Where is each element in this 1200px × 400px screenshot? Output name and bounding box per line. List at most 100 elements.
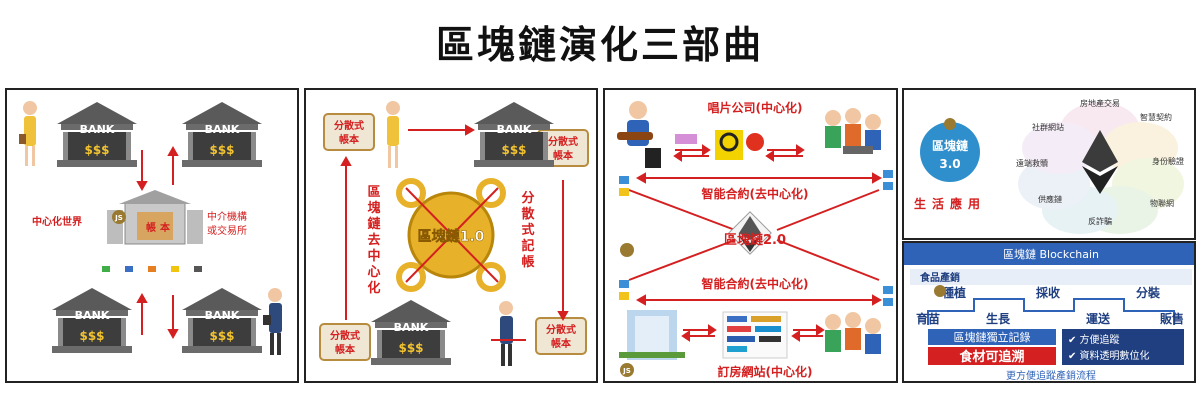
- check-easy-tracking: ✔ 方便追蹤: [1068, 333, 1120, 346]
- js-logo-icon-3a: [620, 243, 634, 257]
- blockchain3-badge: [920, 122, 980, 182]
- record-label: 區塊鏈獨立記錄: [954, 330, 1031, 344]
- check-transparency: ✔ 資料透明數位化: [1068, 349, 1150, 362]
- arrows-top: [673, 144, 805, 162]
- spoke-anti-fraud: 反詐騙: [1088, 216, 1112, 226]
- svg-text:中: 中: [367, 248, 380, 264]
- record-company-label: 唱片公司(中心化): [708, 100, 803, 115]
- panel-blockchain-2: 唱片公司(中心化): [603, 88, 898, 383]
- life-app-caption: 生活應用: [914, 196, 986, 211]
- record-label-logo-2: [746, 133, 764, 151]
- ledger-char-1: 帳: [146, 221, 156, 234]
- svg-text:區: 區: [367, 185, 380, 200]
- bank-label-tr: BANK: [205, 123, 240, 136]
- js-logo-text: JS: [114, 214, 123, 222]
- ledger-tr-line2: 帳本: [553, 149, 574, 162]
- js-logo-icon: [112, 210, 126, 224]
- bank2-label-top: BANK: [497, 123, 532, 136]
- ledger-bl-line1: 分散式: [330, 329, 360, 342]
- checks-box: [1062, 329, 1184, 365]
- trace-label-bar: [928, 347, 1056, 365]
- subheader-bar: [910, 269, 1192, 285]
- blockchain2-label: 區塊鏈2.0: [724, 232, 786, 248]
- panel-blockchain-2-svg: 唱片公司(中心化): [617, 100, 893, 379]
- panel-blockchain-3-top: 區塊鏈 3.0 生活應用 房地產交易 智慧契約 身份驗證 物聯網 反詐騙 供應鏈…: [902, 88, 1196, 240]
- js-logo-icon-4: [944, 118, 956, 130]
- panel-blockchain-1: 分散式 帳本 分散式 帳本 分散式 帳本 分散式 帳本 BANK $$$ BAN…: [304, 88, 598, 383]
- contract-top-arrows: [628, 172, 883, 281]
- step-sell: 販售: [1160, 311, 1184, 326]
- svg-text:心: 心: [367, 265, 380, 280]
- svg-text:式: 式: [521, 222, 534, 238]
- person-man-icon-2: [499, 301, 513, 366]
- svg-text:化: 化: [367, 280, 380, 296]
- coin-label: 區塊鏈1.0: [418, 228, 485, 245]
- panel-4a-svg: 區塊鏈 3.0 生活應用 房地產交易 智慧契約 身份驗證 物聯網 反詐騙 供應鏈…: [914, 98, 1184, 234]
- svg-text:塊: 塊: [367, 200, 380, 216]
- food-subheader: 食品產銷: [919, 271, 960, 284]
- panel-centralized: BANK $$$ BANK $$$ 帳 本 JS: [5, 88, 299, 383]
- step-transport: 運送: [1086, 311, 1111, 326]
- step-package: 分裝: [1136, 285, 1161, 300]
- ledger-bl-line2: 帳本: [335, 343, 356, 356]
- record-label-logo-1-mark: [719, 132, 739, 152]
- intermediary-label-2: 或交易所: [207, 224, 247, 237]
- contract-bottom-arrows: [635, 294, 883, 342]
- person-woman-icon: [19, 101, 37, 166]
- spoke-identity: 身份驗證: [1152, 156, 1184, 166]
- node-icons: [619, 170, 893, 306]
- page-title: 區塊鏈演化三部曲: [435, 23, 764, 67]
- musician-icon: [617, 101, 661, 168]
- step-harvest: 採收: [1036, 285, 1060, 300]
- badge-line1: 區塊鏈: [932, 138, 968, 153]
- panel-centralized-svg: BANK $$$ BANK $$$ 帳 本 JS: [19, 101, 282, 355]
- contract-bottom-label: 智能合約(去中心化): [701, 276, 809, 291]
- coin-chain: [396, 178, 506, 292]
- money-icon: [675, 134, 697, 144]
- ledger-tr-line1: 分散式: [548, 135, 578, 148]
- svg-text:記: 記: [521, 238, 534, 254]
- panel-blockchain-3: 區塊鏈 3.0 生活應用 房地產交易 智慧契約 身份驗證 物聯網 反詐騙 供應鏈…: [902, 88, 1196, 383]
- bank2-label-bottom: BANK: [394, 321, 429, 334]
- js-logo-text-3: JS: [622, 367, 631, 375]
- ledger-char-2: 本: [160, 221, 171, 234]
- bank2-amount-bottom: $$$: [398, 341, 423, 355]
- panel-4b-svg: 區塊鏈 Blockchain 食品產銷 種植 採收 分裝 育苗 生長 運送 販售…: [904, 243, 1194, 381]
- step-plant: 種植: [942, 285, 966, 300]
- bank-label-bl: BANK: [75, 309, 110, 322]
- step-grow: 生長: [986, 311, 1011, 326]
- flow-arrows: [136, 145, 179, 340]
- spoke-smart-contract: 智慧契約: [1140, 112, 1172, 122]
- svg-text:散: 散: [521, 206, 535, 222]
- spoke-remote: 遠端救贖: [1016, 158, 1048, 168]
- svg-text:帳: 帳: [521, 254, 534, 270]
- ethereum-icon: [728, 211, 772, 255]
- audience-icon: [825, 108, 881, 154]
- header-bar: [904, 243, 1194, 265]
- record-label-bar: [928, 329, 1056, 345]
- svg-text:鏈: 鏈: [367, 216, 381, 232]
- booking-site-label: 訂房網站(中心化): [718, 364, 813, 379]
- person-woman-icon-2: [386, 101, 400, 168]
- panel-blockchain-3-bottom: 區塊鏈 Blockchain 食品產銷 種植 採收 分裝 育苗 生長 運送 販售…: [902, 241, 1196, 383]
- contract-top-label: 智能合約(去中心化): [701, 186, 809, 201]
- js-logo-icon-5: [934, 285, 946, 297]
- centralized-world-label: 中心化世界: [32, 215, 82, 228]
- js-logo-icon-3b: [620, 363, 634, 377]
- ledger-tl-line1: 分散式: [334, 119, 364, 132]
- cycle-arrows: [340, 124, 569, 341]
- hotel-icon: [619, 310, 685, 360]
- application-petals: [1018, 102, 1184, 234]
- panel-blockchain-1-svg: 分散式 帳本 分散式 帳本 分散式 帳本 分散式 帳本 BANK $$$ BAN…: [319, 101, 589, 366]
- svg-text:分: 分: [521, 190, 534, 206]
- svg-text:去: 去: [367, 232, 380, 248]
- step-flow: [927, 298, 1175, 325]
- step-seedling: 育苗: [916, 311, 940, 326]
- vertical-right-label: 分 散 式 記 帳: [521, 190, 535, 270]
- spoke-social: 社群網站: [1032, 122, 1064, 132]
- blockchain-header: 區塊鏈 Blockchain: [1003, 247, 1099, 261]
- badge-line2: 3.0: [939, 157, 960, 171]
- person-man-icon: [263, 288, 282, 355]
- trace-label: 食材可追溯: [959, 349, 1024, 365]
- audience-icon-bottom: [825, 312, 881, 354]
